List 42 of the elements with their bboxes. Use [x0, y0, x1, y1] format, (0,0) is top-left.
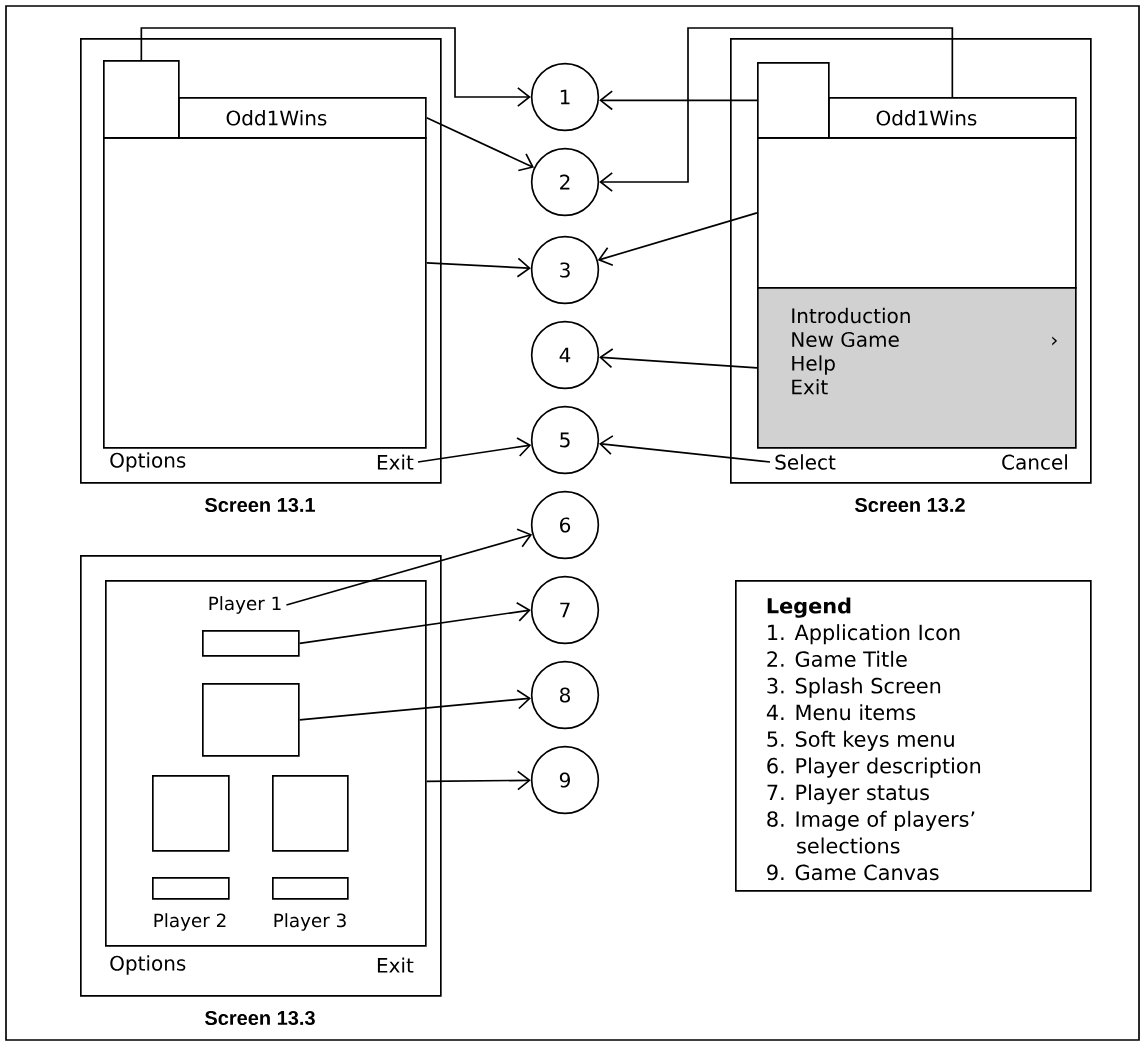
arrow [599, 90, 758, 111]
arrow [598, 435, 771, 463]
softkey-label: Exit [377, 957, 414, 973]
softkey-label: Cancel [1002, 454, 1067, 470]
title-bar: Odd1Wins [178, 97, 427, 139]
status-bar [202, 630, 300, 657]
arrow [298, 689, 531, 721]
arrow [298, 601, 531, 645]
arrow [285, 528, 533, 606]
arrow [425, 257, 531, 278]
phone-frame [80, 555, 442, 997]
arrow [417, 437, 532, 463]
arrow [425, 117, 534, 172]
softkey-label: Options [110, 452, 186, 472]
status-bar [272, 877, 349, 900]
canvas-area [105, 580, 427, 947]
softkey-label: Options [110, 955, 186, 975]
arrow [597, 212, 758, 267]
image-box [152, 775, 230, 852]
image-box [202, 683, 300, 757]
arrow [599, 27, 954, 192]
player-label: Player 1 [209, 596, 281, 614]
softkey-label: Select [775, 454, 836, 470]
legend-box: Legend 1. Application Icon 2. Game Title 3. Splash Screen 4. Menu items 5. Soft keys menu 6. Player description 7. Player status 8. Image of players’ selections 9. Game Canvas [735, 580, 1092, 892]
phone-frame [80, 38, 442, 484]
image-box [272, 775, 349, 852]
status-bar [152, 877, 230, 900]
screen-caption: Screen 13.2 [855, 497, 965, 513]
player-label: Player 2 [154, 913, 226, 931]
softkey-label: Exit [377, 454, 414, 470]
arrow [140, 27, 531, 107]
player-label: Player 3 [274, 913, 346, 931]
phone-frame [730, 38, 1092, 484]
app-icon-box [757, 62, 830, 139]
menu-panel: Introduction New Game › Help Exit [757, 287, 1077, 449]
arrow [425, 770, 531, 791]
screen-caption: Screen 13.3 [205, 1010, 315, 1026]
arrow [599, 348, 758, 369]
app-icon-box [103, 60, 180, 139]
screen-caption: Screen 13.1 [205, 497, 315, 513]
screen-area [103, 137, 427, 449]
title-bar: Odd1Wins [828, 97, 1077, 139]
